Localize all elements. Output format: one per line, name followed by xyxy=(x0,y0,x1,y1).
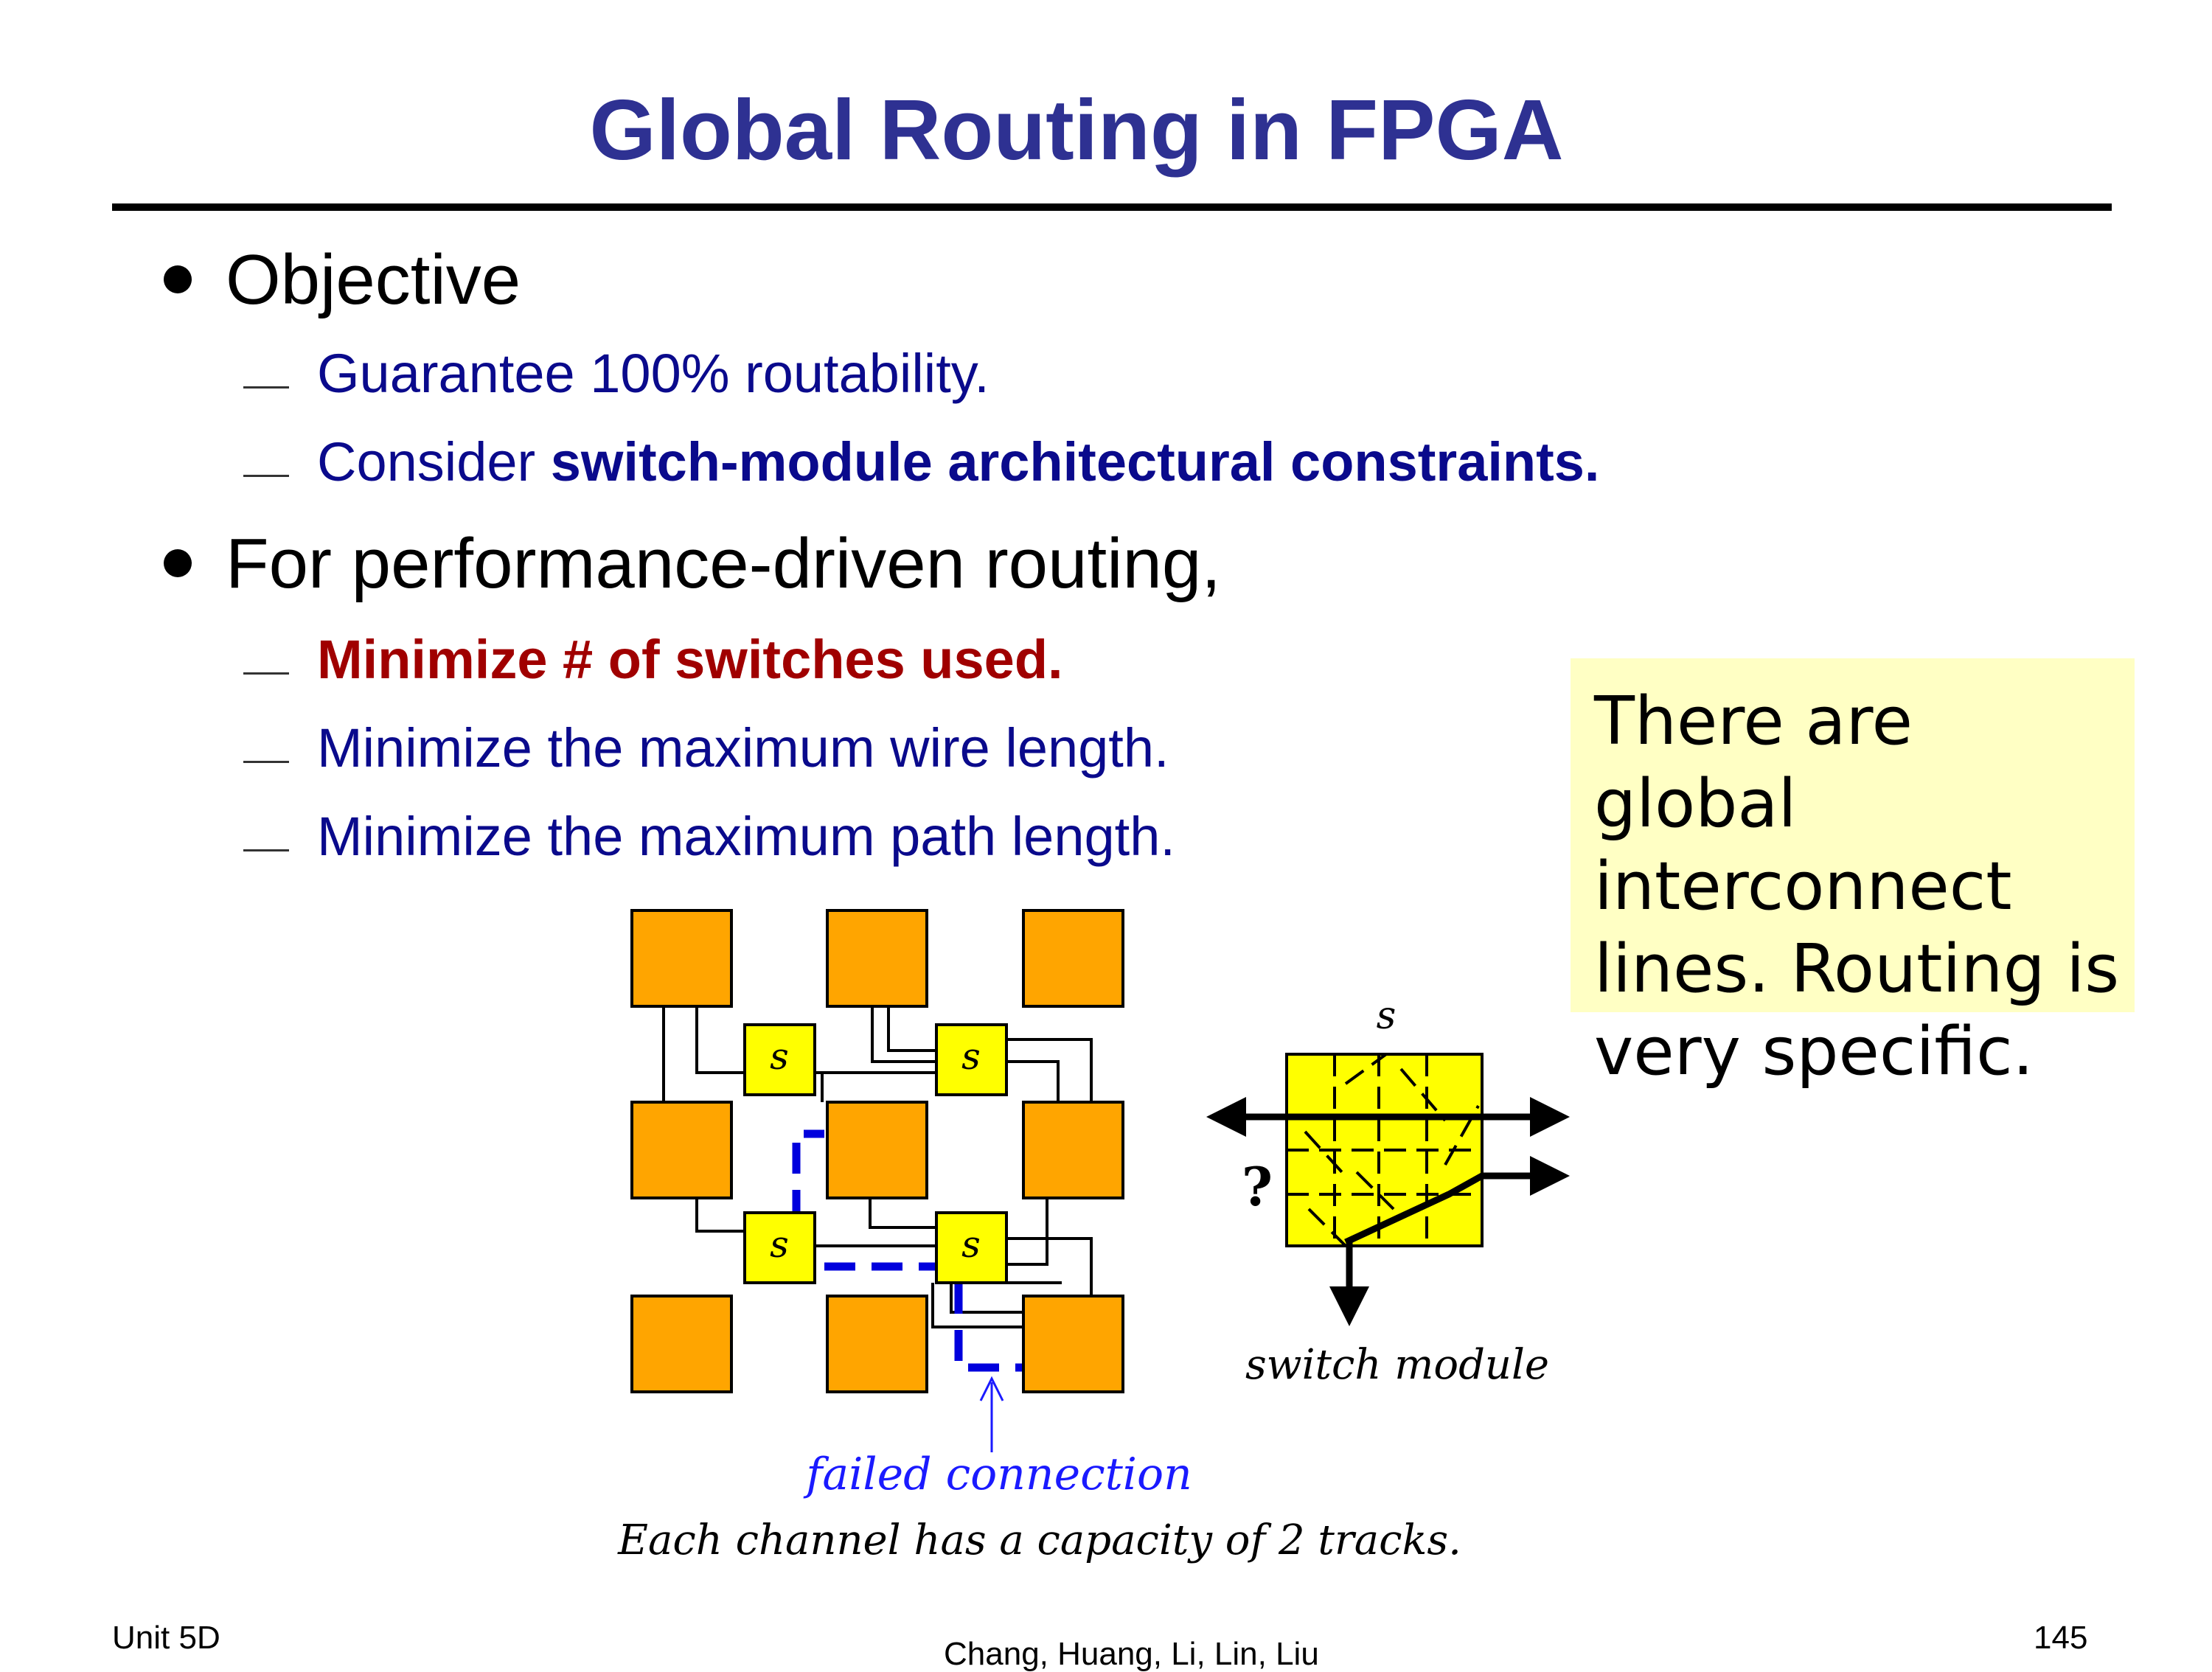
logic-blocks xyxy=(630,909,1124,1393)
switch-label: s xyxy=(961,1223,981,1266)
page-number: 145 xyxy=(2034,1620,2088,1656)
title-divider xyxy=(112,203,2112,211)
dash-marker xyxy=(243,672,289,675)
failed-path xyxy=(792,1129,1025,1372)
module-label: s xyxy=(1377,994,1397,1038)
logic-block xyxy=(630,1295,733,1393)
bullet-dot xyxy=(164,549,192,577)
footer-unit: Unit 5D xyxy=(112,1620,220,1656)
bullet-text: Objective xyxy=(226,240,521,319)
dash-marker xyxy=(243,475,289,477)
switch-box xyxy=(743,1023,816,1096)
bullet-text: For performance-driven routing, xyxy=(226,524,1221,603)
switch-label: s xyxy=(961,1035,981,1078)
failed-pointer-arrow xyxy=(979,1376,1004,1452)
logic-block xyxy=(826,909,928,1008)
logic-block xyxy=(1022,1101,1124,1199)
switch-boxes xyxy=(743,1023,1008,1284)
routing-wires xyxy=(662,1006,1093,1328)
sub-item-text: Minimize # of switches used. xyxy=(317,629,1063,690)
logic-block xyxy=(1022,1295,1124,1393)
switch-box xyxy=(743,1211,816,1284)
dash-marker xyxy=(243,386,289,389)
logic-block xyxy=(630,909,733,1008)
sub-item-text-bold: switch-module architectural constraints. xyxy=(550,431,1600,492)
module-wire-diagonal xyxy=(1344,1156,1570,1246)
sub-item-text: Consider switch-module architectural con… xyxy=(317,435,1599,490)
dash-marker xyxy=(243,849,289,851)
bullet-dot xyxy=(164,265,192,293)
switch-label: s xyxy=(770,1035,789,1078)
switch-box xyxy=(935,1023,1008,1096)
logic-block xyxy=(826,1101,928,1199)
question-mark: ? xyxy=(1242,1155,1273,1218)
failed-connection-label: failed connection xyxy=(803,1449,1192,1500)
switch-label: s xyxy=(770,1223,789,1266)
footer-authors: Chang, Huang, Li, Lin, Liu xyxy=(944,1636,1319,1672)
switch-box xyxy=(935,1211,1008,1284)
logic-block xyxy=(630,1101,733,1199)
logic-block xyxy=(826,1295,928,1393)
sub-item-text: Minimize the maximum path length. xyxy=(317,806,1175,867)
sub-item-text-plain: Consider xyxy=(317,431,551,492)
sub-item-text: Guarantee 100% routability. xyxy=(317,343,990,404)
switch-module-detail xyxy=(1206,1053,1570,1326)
diagram-caption: Each channel has a capacity of 2 tracks. xyxy=(617,1516,1461,1564)
note-text: There are global interconnect lines. Rou… xyxy=(1594,683,2120,1090)
note-box: There are global interconnect lines. Rou… xyxy=(1571,658,2135,1090)
switch-module-caption: switch module xyxy=(1245,1341,1549,1389)
sub-item-text: Minimize the maximum wire length. xyxy=(317,717,1169,778)
logic-block xyxy=(1022,909,1124,1008)
slide-title: Global Routing in FPGA xyxy=(589,82,1564,178)
switch-module-wiring xyxy=(1287,1053,1482,1247)
dash-marker xyxy=(243,761,289,763)
